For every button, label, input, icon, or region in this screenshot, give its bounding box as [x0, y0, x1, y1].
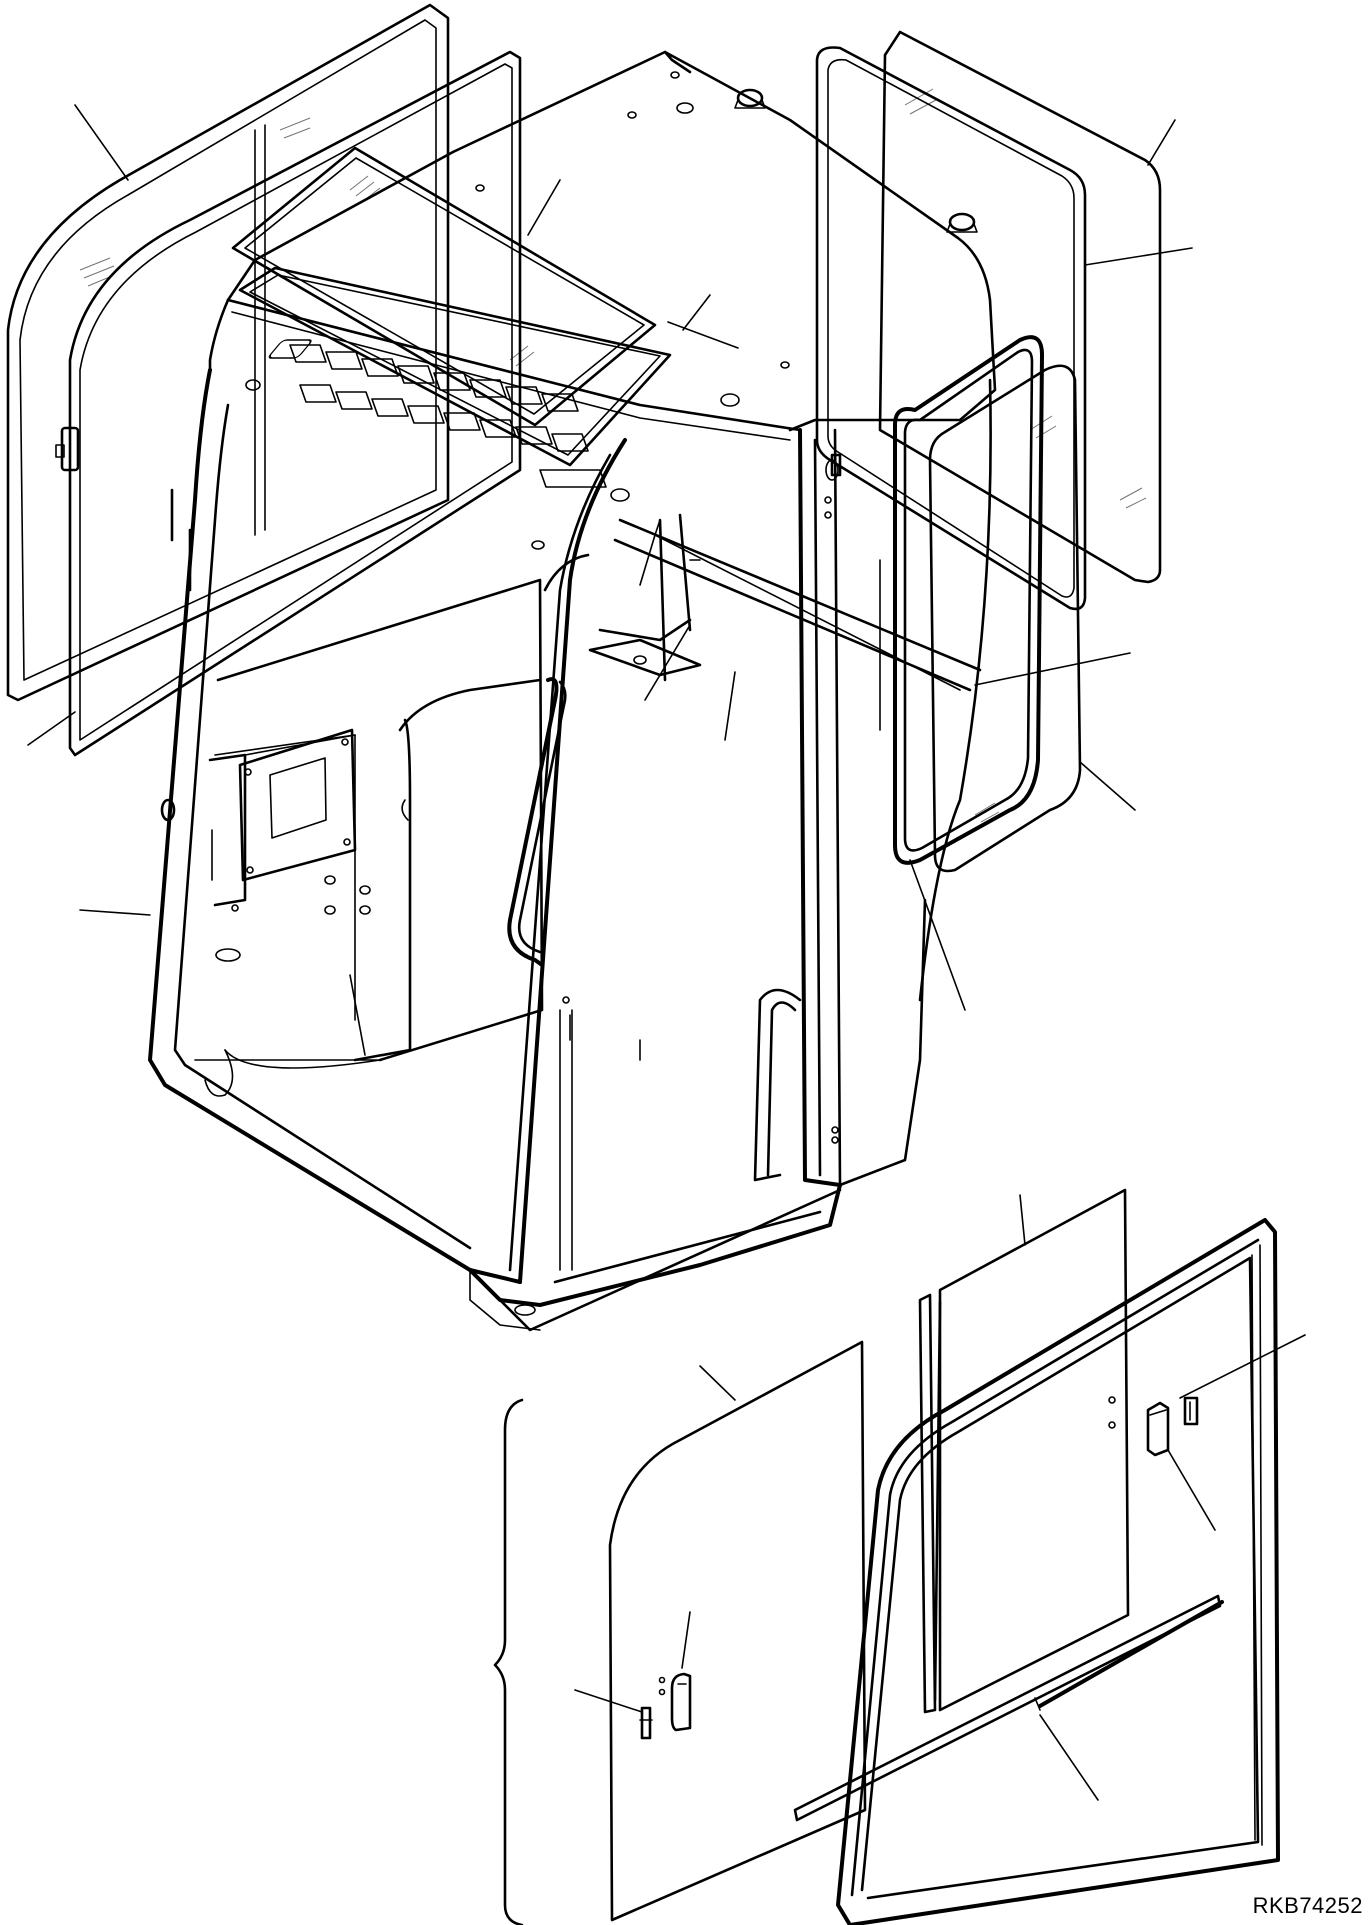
roof-window-seal: [238, 266, 672, 467]
rear-bracket: [588, 638, 702, 677]
lifting-eye-front: [734, 88, 766, 109]
roof-vent-slots: [268, 339, 607, 488]
door-frame: [836, 1218, 1280, 1925]
figure-code: RKB74252: [1252, 1893, 1363, 1918]
leader-lines: [27, 104, 1306, 1801]
front-handrail: [507, 677, 567, 967]
roof-window-glass: [231, 146, 657, 427]
rear-access-panel: [238, 728, 357, 882]
rear-window-seal: [815, 46, 1087, 611]
left-window-latch: [55, 426, 80, 472]
door-upper-glass: [918, 1188, 1130, 1714]
door-handle: [658, 1672, 692, 1732]
rear-window-glass: [878, 30, 1162, 584]
door-lower-glass: [608, 1340, 867, 1922]
right-side-window-glass: [928, 364, 1082, 873]
door-glass-slide-rail: [793, 1594, 1224, 1822]
left-window-frame-seal: [68, 50, 522, 757]
cab-frame: [148, 50, 997, 1332]
door-assembly-bracket: [493, 1398, 524, 1925]
lifting-eye-rear: [946, 212, 978, 233]
left-pillar-handle: [160, 488, 213, 881]
door-lock-latch: [639, 1706, 653, 1740]
left-side-window-glass: [6, 3, 450, 702]
door-striker: [1146, 1401, 1170, 1457]
door-catch: [1183, 1396, 1199, 1426]
right-side-window-seal: [893, 335, 1044, 865]
